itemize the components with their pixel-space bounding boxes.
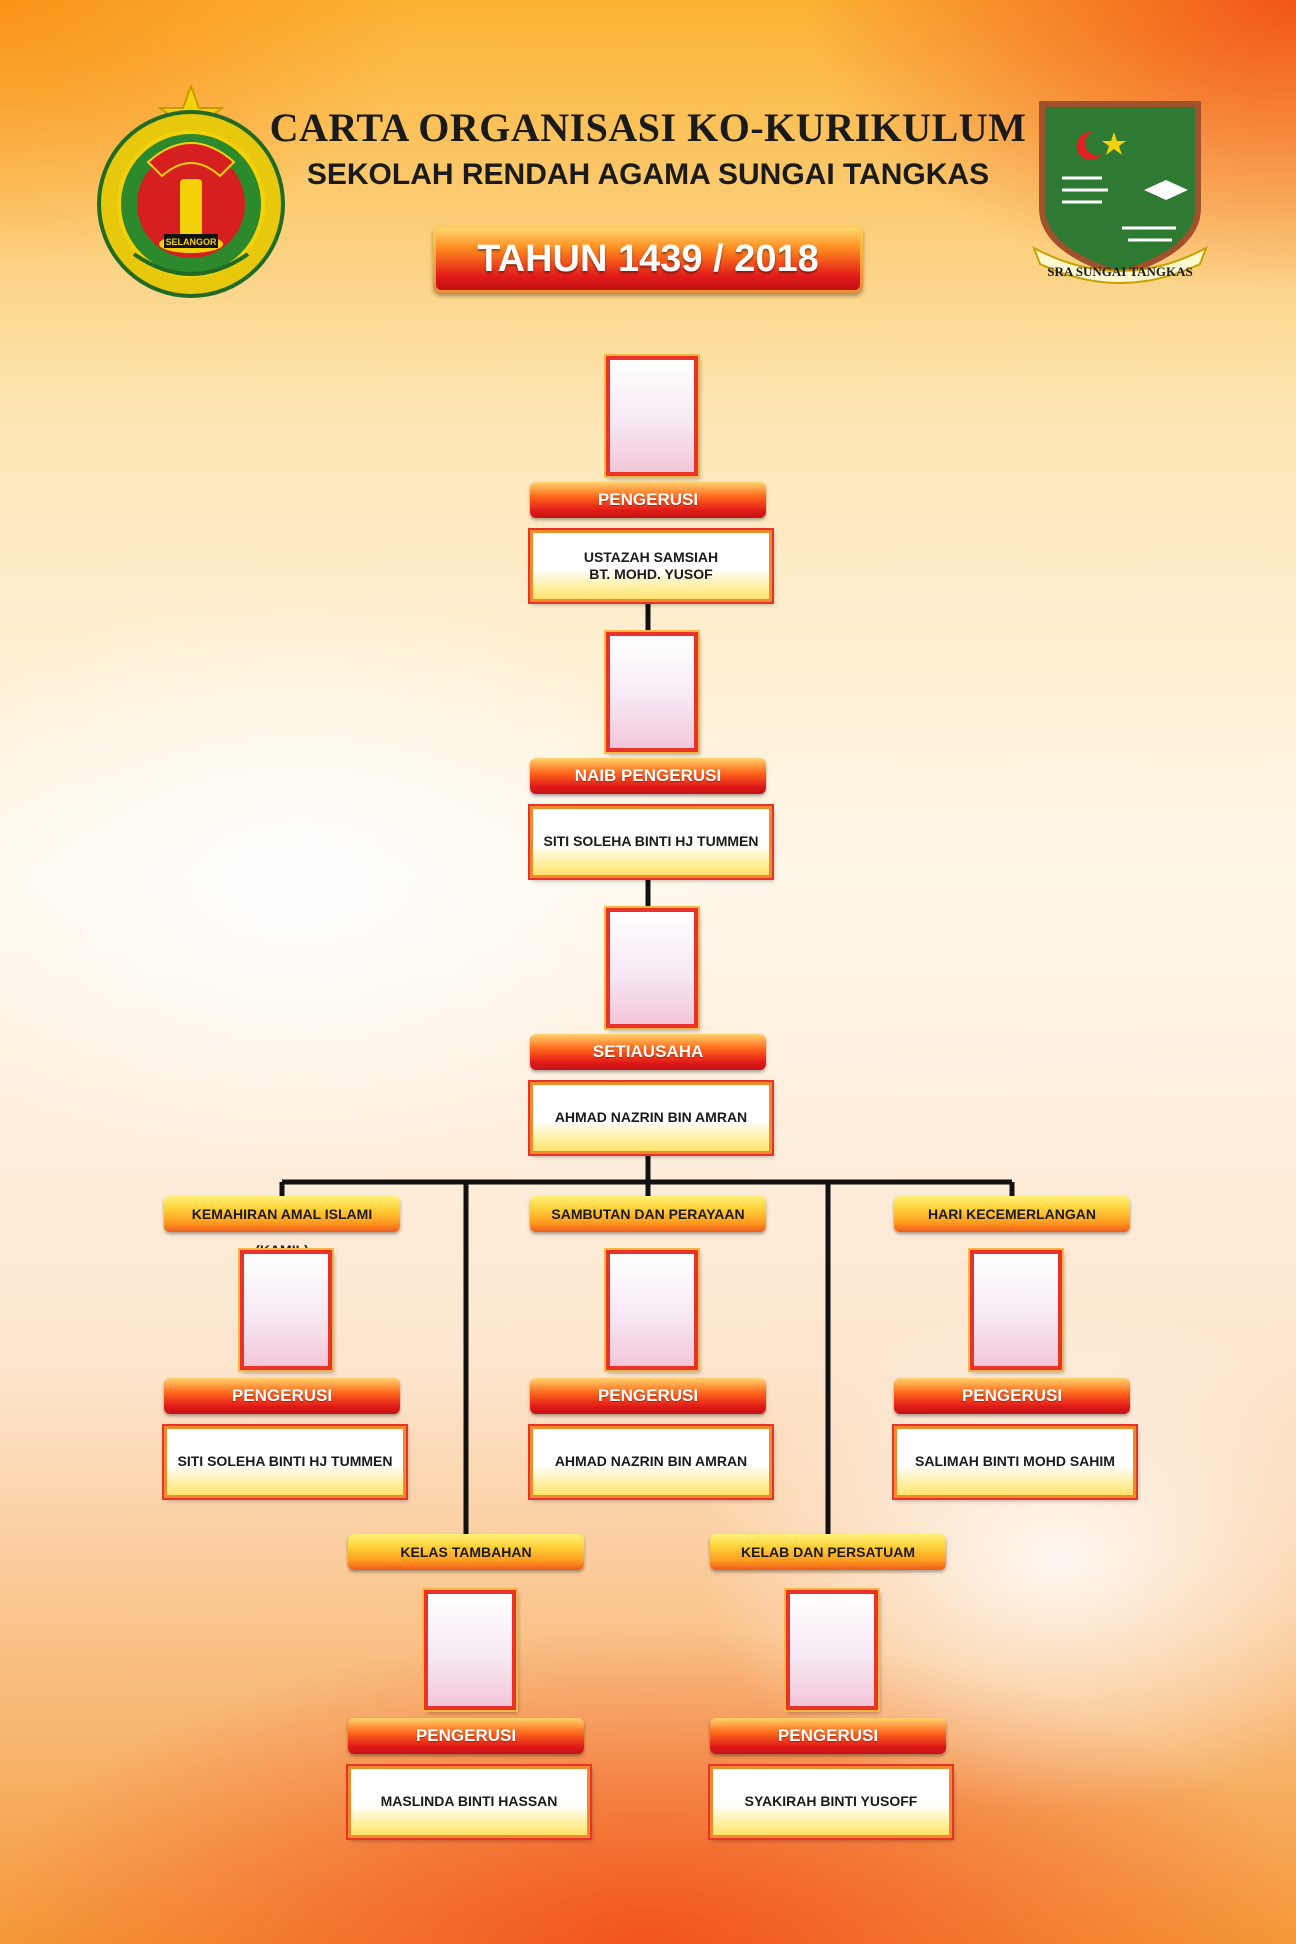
unit-role-banner: PENGERUSI [530, 1378, 766, 1414]
unit-chairman-name: SITI SOLEHA BINTI HJ TUMMEN [177, 1453, 393, 1470]
unit-chairman-name: MASLINDA BINTI HASSAN [380, 1793, 558, 1810]
vice-chairman-role-banner: NAIB PENGERUSI [530, 758, 766, 794]
secretary-name: AHMAD NAZRIN BIN AMRAN [554, 1109, 748, 1126]
unit-name-box: MASLINDA BINTI HASSAN [348, 1766, 590, 1838]
unit-name-box: SALIMAH BINTI MOHD SAHIM [894, 1426, 1136, 1498]
chairman-name-box: USTAZAH SAMSIAH BT. MOHD. YUSOF [530, 530, 772, 602]
secretary-role-banner: SETIAUSAHA [530, 1034, 766, 1070]
unit-role-banner: PENGERUSI [164, 1378, 400, 1414]
unit-role-banner: PENGERUSI [894, 1378, 1130, 1414]
unit-role-banner: PENGERUSI [348, 1718, 584, 1754]
state-crest-emblem-icon: SELANGOR [97, 84, 285, 298]
vice-chairman-name-box: SITI SOLEHA BINTI HJ TUMMEN [530, 806, 772, 878]
page-title: CARTA ORGANISASI KO-KURIKULUM [269, 105, 1027, 150]
unit-category-banner: KELAS TAMBAHAN [348, 1534, 584, 1570]
unit-name-box: AHMAD NAZRIN BIN AMRAN [530, 1426, 772, 1498]
unit-chairman-name: SYAKIRAH BINTI YUSOFF [744, 1793, 918, 1810]
unit-category-banner: KELAB DAN PERSATUAM [710, 1534, 946, 1570]
unit-category-banner: SAMBUTAN DAN PERAYAAN [530, 1196, 766, 1232]
unit-photo-placeholder [606, 1250, 698, 1370]
secretary-photo-placeholder [606, 908, 698, 1028]
secretary-name-box: AHMAD NAZRIN BIN AMRAN [530, 1082, 772, 1154]
vice-chairman-photo-placeholder [606, 632, 698, 752]
crest-ribbon-text: SELANGOR [165, 237, 217, 247]
unit-chairman-name: SALIMAH BINTI MOHD SAHIM [915, 1453, 1115, 1470]
chairman-name: USTAZAH SAMSIAH BT. MOHD. YUSOF [583, 548, 719, 583]
unit-category-banner: HARI KECEMERLANGAN [894, 1196, 1130, 1232]
year-banner: TAHUN 1439 / 2018 [433, 225, 863, 293]
vice-chairman-name: SITI SOLEHA BINTI HJ TUMMEN [543, 833, 759, 850]
chairman-photo-placeholder [606, 356, 698, 476]
crest-ribbon-text: SRA SUNGAI TANGKAS [1047, 264, 1192, 279]
unit-chairman-name: AHMAD NAZRIN BIN AMRAN [554, 1453, 748, 1470]
unit-role-banner: PENGERUSI [710, 1718, 946, 1754]
unit-photo-placeholder [970, 1250, 1062, 1370]
unit-photo-placeholder [786, 1590, 878, 1710]
chairman-role-banner: PENGERUSI [530, 482, 766, 518]
unit-name-box: SYAKIRAH BINTI YUSOFF [710, 1766, 952, 1838]
unit-name-box: SITI SOLEHA BINTI HJ TUMMEN [164, 1426, 406, 1498]
school-name: SEKOLAH RENDAH AGAMA SUNGAI TANGKAS [306, 158, 990, 191]
unit-photo-placeholder [240, 1250, 332, 1370]
school-shield-crest-icon: SRA SUNGAI TANGKAS [1032, 101, 1208, 284]
unit-category-banner: KEMAHIRAN AMAL ISLAMI (KAMIL) [164, 1196, 400, 1258]
unit-photo-placeholder [424, 1590, 516, 1710]
